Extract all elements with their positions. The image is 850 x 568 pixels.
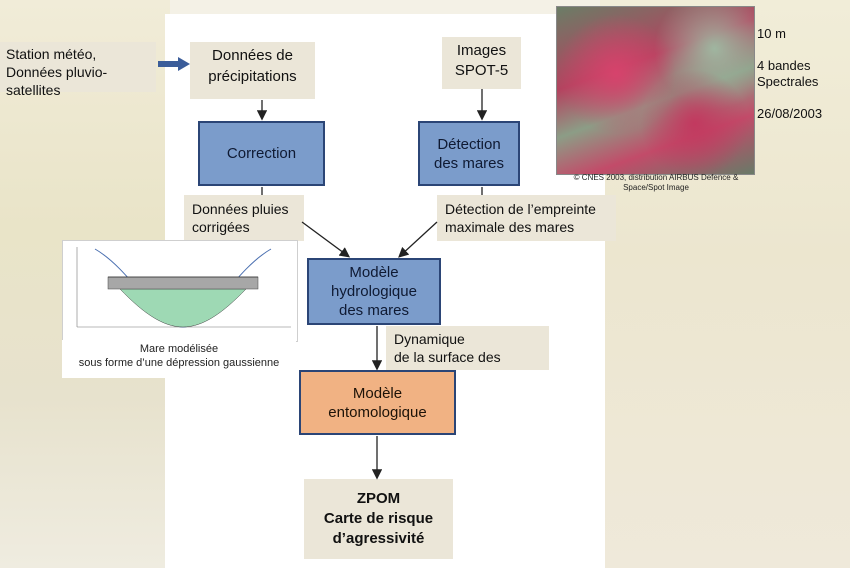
rain-corrected-label: Données pluies corrigées xyxy=(184,195,304,241)
footprint-detection-label: Détection de l’empreinte maximale des ma… xyxy=(437,195,616,241)
detection-box: Détection des mares xyxy=(418,121,520,186)
zpom-risk-map: ZPOM Carte de risque d’agressivité xyxy=(304,479,453,559)
surface-dynamics-label: Dynamique de la surface des mares xyxy=(386,326,549,383)
hydro-model-box: Modèle hydrologique des mares xyxy=(307,258,441,325)
correction-label: Correction xyxy=(226,145,297,162)
satellite-info: 10 m 4 bandes Spectrales 26/08/2003 xyxy=(757,26,823,121)
arrow-station-to-precip xyxy=(158,57,190,71)
zpom-text: ZPOM Carte de risque d’agressivité xyxy=(323,490,434,547)
spot5-images-box: Images SPOT-5 xyxy=(442,37,521,89)
graph-caption: Mare modélisée sous forme d’une dépressi… xyxy=(62,340,296,378)
entomology-model-box: Modèle entomologique xyxy=(299,370,456,435)
depression-plot xyxy=(76,247,291,328)
satellite-credit: © CNES 2003, distribution AIRBUS Defence… xyxy=(573,173,739,192)
detection-label: Détection des mares xyxy=(433,135,505,172)
station-box: Station météo, Données pluvio-satellites xyxy=(0,42,156,98)
precipitation-box: Données de précipitations xyxy=(190,42,315,99)
arrow-rain-to-hydro xyxy=(301,221,351,258)
correction-box: Correction xyxy=(198,121,325,186)
arrow-footprint-to-hydro xyxy=(398,221,438,258)
gaussian-depression-graph xyxy=(62,240,298,342)
spot5-satellite-image xyxy=(556,6,755,175)
hydro-model-label: Modèle hydrologique des mares xyxy=(331,264,417,319)
entomology-model-label: Modèle entomologique xyxy=(328,384,427,421)
